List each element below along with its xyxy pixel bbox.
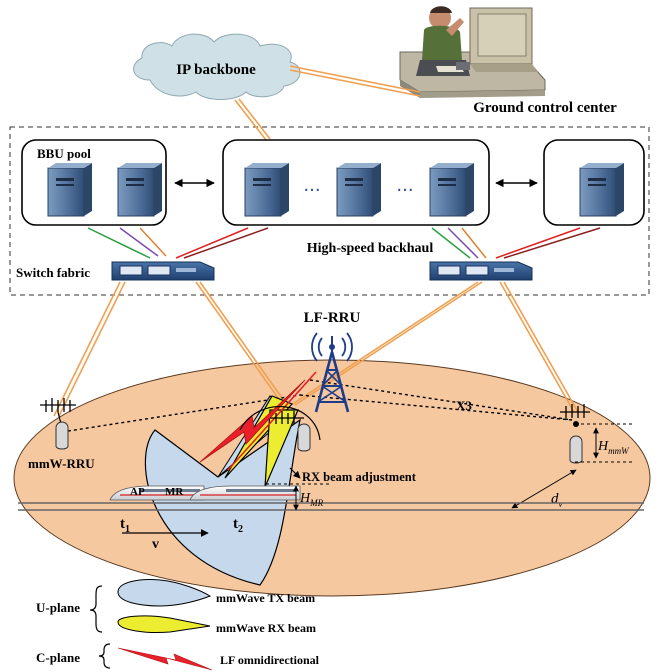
switch-right xyxy=(429,261,533,281)
bbu-pool-label: BBU pool xyxy=(37,146,91,161)
legend-tx-beam-icon xyxy=(117,579,212,607)
dv-label: dv xyxy=(551,491,563,509)
mmw-rru-left xyxy=(40,398,76,450)
mmw-rru-right xyxy=(560,404,590,464)
ellipsis-2: ··· xyxy=(396,180,413,201)
mmw-rru-label: mmW-RRU xyxy=(28,456,95,471)
x3-label: X3 xyxy=(456,398,472,413)
c-plane-label: C-plane xyxy=(36,650,80,665)
train-t1 xyxy=(109,485,205,501)
h-mr-dimension xyxy=(266,483,330,511)
legend-lf-label: LF omnidirectional xyxy=(220,653,320,667)
u-plane-label: U-plane xyxy=(36,600,80,615)
bbu-server-5 xyxy=(429,163,474,217)
rx-beam-adjust-arrow xyxy=(289,467,301,479)
rx-beam-adjustment-label: RX beam adjustment xyxy=(302,470,417,484)
dv-dimension xyxy=(511,469,577,509)
bbu-boundary-box xyxy=(9,126,650,296)
ip-backbone-cloud: IP backbone xyxy=(133,33,301,100)
backbone-to-bbu-link xyxy=(234,98,271,141)
ap-label: AP xyxy=(130,486,145,498)
lf-rru-tower xyxy=(311,332,353,413)
bbu-server-4 xyxy=(336,163,381,217)
backhaul-arrows-left xyxy=(87,227,269,259)
switch-left xyxy=(111,261,215,281)
h-mmw-label: HmmW xyxy=(597,439,630,456)
railway-track xyxy=(18,502,644,511)
backbone-to-control-link xyxy=(289,65,421,97)
rx-beam-2 xyxy=(264,409,299,488)
x3-dashed-links xyxy=(61,379,573,433)
ip-backbone-label: IP backbone xyxy=(176,62,256,78)
ellipsis-1: ··· xyxy=(303,180,320,201)
lf-signal-line xyxy=(227,371,317,471)
velocity-label: v xyxy=(152,537,159,552)
h-mmw-dimension xyxy=(575,423,634,463)
coverage-ellipse xyxy=(13,359,651,597)
bbu-server-6 xyxy=(579,163,624,217)
c-plane-brace xyxy=(98,643,111,669)
bbu-server-1 xyxy=(47,163,92,217)
train-t2 xyxy=(189,485,301,501)
legend-lf-icon xyxy=(117,647,213,671)
mr-label: MR xyxy=(165,486,184,498)
t2-label: t2 xyxy=(233,516,243,535)
lf-rru-label: LF-RRU xyxy=(304,310,361,326)
bbu-server-2 xyxy=(117,163,162,217)
u-plane-brace xyxy=(89,585,103,633)
h-mr-label: HMR xyxy=(299,491,324,508)
rx-beam-adjust-arc xyxy=(239,406,321,441)
switch-fabric-label: Switch fabric xyxy=(16,265,90,280)
t1-label: t1 xyxy=(120,516,130,535)
legend-rx-beam-icon xyxy=(117,615,211,633)
legend-tx-beam-label: mmWave TX beam xyxy=(216,591,315,605)
legend-rx-beam-label: mmWave RX beam xyxy=(216,621,316,635)
mmw-rru-center xyxy=(270,411,311,452)
legend: U-plane mmWave TX beam mmWave RX beam C-… xyxy=(36,579,320,671)
backhaul-arrows-right xyxy=(431,227,601,259)
bbu-server-3 xyxy=(244,163,289,217)
high-speed-backhaul-label: High-speed backhaul xyxy=(307,241,434,256)
ground-control-label: Ground control center xyxy=(473,100,617,116)
ground-control-center-icon xyxy=(399,6,546,98)
